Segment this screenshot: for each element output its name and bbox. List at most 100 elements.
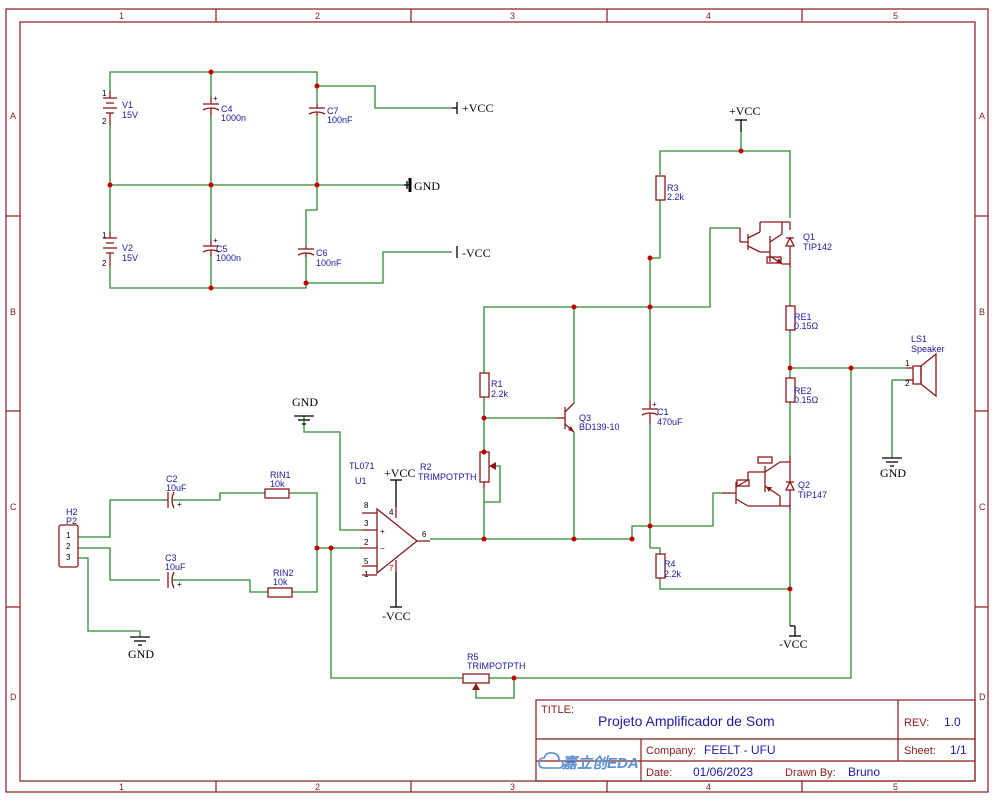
resistor-r1: R1 2.2k (479, 372, 509, 399)
resistor-rin2: RIN2 10k (267, 568, 294, 598)
gnd-port-label: GND (414, 179, 440, 193)
c5-ref: C5 (216, 244, 228, 254)
gnd-port-input: GND (128, 636, 154, 661)
v2-pin1: 1 (102, 231, 107, 240)
battery-v1: 1 2 V1 15V (102, 89, 138, 126)
capacitor-c2: + C2 10uF (160, 474, 188, 509)
resistor-re2: RE2 0.15Ω (785, 377, 819, 405)
transistor-q3: Q3 BD139-10 (556, 402, 620, 433)
vee-port-opamp: -VCC (382, 572, 411, 623)
title-value: Projeto Amplificador de Som (598, 713, 775, 729)
transistor-q2: Q2 TIP147 (722, 456, 827, 510)
zone-col-2-top: 2 (315, 11, 320, 21)
zone-col-5-top: 5 (893, 11, 898, 21)
ls1-pin1: 1 (905, 359, 910, 368)
u1-pin6: 6 (422, 530, 427, 539)
c7-ref: C7 (327, 106, 339, 116)
vee-port-supply: -VCC (456, 246, 491, 260)
zone-col-1-bottom: 1 (119, 782, 124, 792)
h2-pin2: 2 (66, 542, 71, 551)
r2-value: TRIMPOTPTH (418, 472, 477, 482)
zone-row-a-left: A (10, 111, 16, 121)
c6-value: 100nF (316, 258, 342, 268)
v1-pin1: 1 (102, 89, 107, 98)
c3-ref: C3 (165, 553, 177, 563)
v2-value: 15V (122, 253, 138, 263)
capacitor-c7: C7 100nF (308, 104, 353, 125)
rev-label: REV: (904, 717, 929, 729)
capacitor-c1: + C1 470uF (641, 400, 683, 427)
vcc-port-opamp: +VCC (384, 466, 415, 507)
zone-row-d-left: D (10, 692, 17, 702)
company-label: Company: (646, 745, 696, 757)
vcc-port-output: +VCC (729, 104, 760, 132)
c1-value: 470uF (657, 417, 683, 427)
re2-value: 0.15Ω (794, 395, 819, 405)
vee-port-output: -VCC (779, 625, 808, 651)
rin2-value: 10k (273, 577, 288, 587)
logo-text: 嘉立创EDA (561, 754, 639, 772)
r5-ref: R5 (467, 652, 479, 662)
v2-ref: V2 (122, 243, 133, 253)
u1-pin3: 3 (364, 519, 369, 528)
vee-port-label: -VCC (462, 246, 491, 260)
ls1-ref: LS1 (911, 334, 927, 344)
svg-text:+: + (177, 580, 182, 589)
zone-col-2-bottom: 2 (315, 782, 320, 792)
capacitor-c3: + C3 10uF (165, 553, 188, 589)
r1-value: 2.2k (491, 389, 509, 399)
zone-row-b-left: B (10, 307, 16, 317)
v1-ref: V1 (122, 100, 133, 110)
sheet-value: 1/1 (950, 743, 967, 757)
resistor-rin1: RIN1 10k (264, 470, 291, 499)
battery-v2: 1 2 V2 15V (102, 231, 138, 268)
vcc-opamp-label: +VCC (384, 466, 415, 480)
h2-ref: H2 (66, 507, 78, 517)
vcc-port-top: +VCC (452, 101, 493, 115)
resistor-r4: R4 2.2k (655, 553, 682, 579)
power-supply-wires (109, 71, 452, 289)
r1-ref: R1 (491, 379, 503, 389)
c1-ref: C1 (657, 407, 669, 417)
u1-pin2: 2 (364, 538, 369, 547)
u1-ref: U1 (355, 476, 367, 486)
q1-value: TIP142 (803, 242, 832, 252)
zone-col-1-top: 1 (119, 11, 124, 21)
h2-value: P2 (66, 516, 77, 526)
zone-row-b-right: B (979, 307, 985, 317)
easyeda-logo: 嘉立创EDA (538, 752, 639, 772)
svg-text:+: + (652, 400, 657, 409)
h2-pin1: 1 (66, 531, 71, 540)
svg-text:+: + (380, 527, 385, 536)
vcc-port-label: +VCC (462, 101, 493, 115)
connector-h2: 1 2 3 H2 P2 (58, 507, 79, 568)
gnd-input-label: GND (128, 647, 154, 661)
zone-row-c-right: C (979, 502, 986, 512)
vee-output-label: -VCC (779, 637, 808, 651)
opamp-u1: + − 8 3 2 5 1 4 7 6 TL071 U1 (349, 461, 430, 579)
v1-pin2: 2 (102, 117, 107, 126)
q2-value: TIP147 (798, 490, 827, 500)
r2-ref: R2 (420, 462, 432, 472)
input-wires (78, 368, 852, 699)
u1-pin7: 7 (389, 564, 394, 573)
u1-pin8: 8 (364, 501, 369, 510)
ls1-value: Speaker (911, 344, 945, 354)
r5-value: TRIMPOTPTH (467, 661, 526, 671)
rin2-ref: RIN2 (273, 568, 294, 578)
r3-value: 2.2k (667, 192, 685, 202)
c3-value: 10uF (165, 562, 186, 572)
u1-value: TL071 (349, 461, 375, 471)
zone-col-5-bottom: 5 (893, 782, 898, 792)
date-label: Date: (646, 767, 672, 779)
r3-ref: R3 (667, 183, 679, 193)
title-block: TITLE: Projeto Amplificador de Som REV: … (535, 699, 976, 782)
c4-value: 1000n (221, 113, 246, 123)
u1-pin1: 1 (364, 570, 369, 579)
resistor-r3: R3 2.2k (655, 175, 685, 202)
rev-value: 1.0 (944, 715, 961, 729)
sheet-frame (5, 8, 989, 793)
r4-value: 2.2k (664, 569, 682, 579)
output-stage-wires (430, 132, 906, 626)
